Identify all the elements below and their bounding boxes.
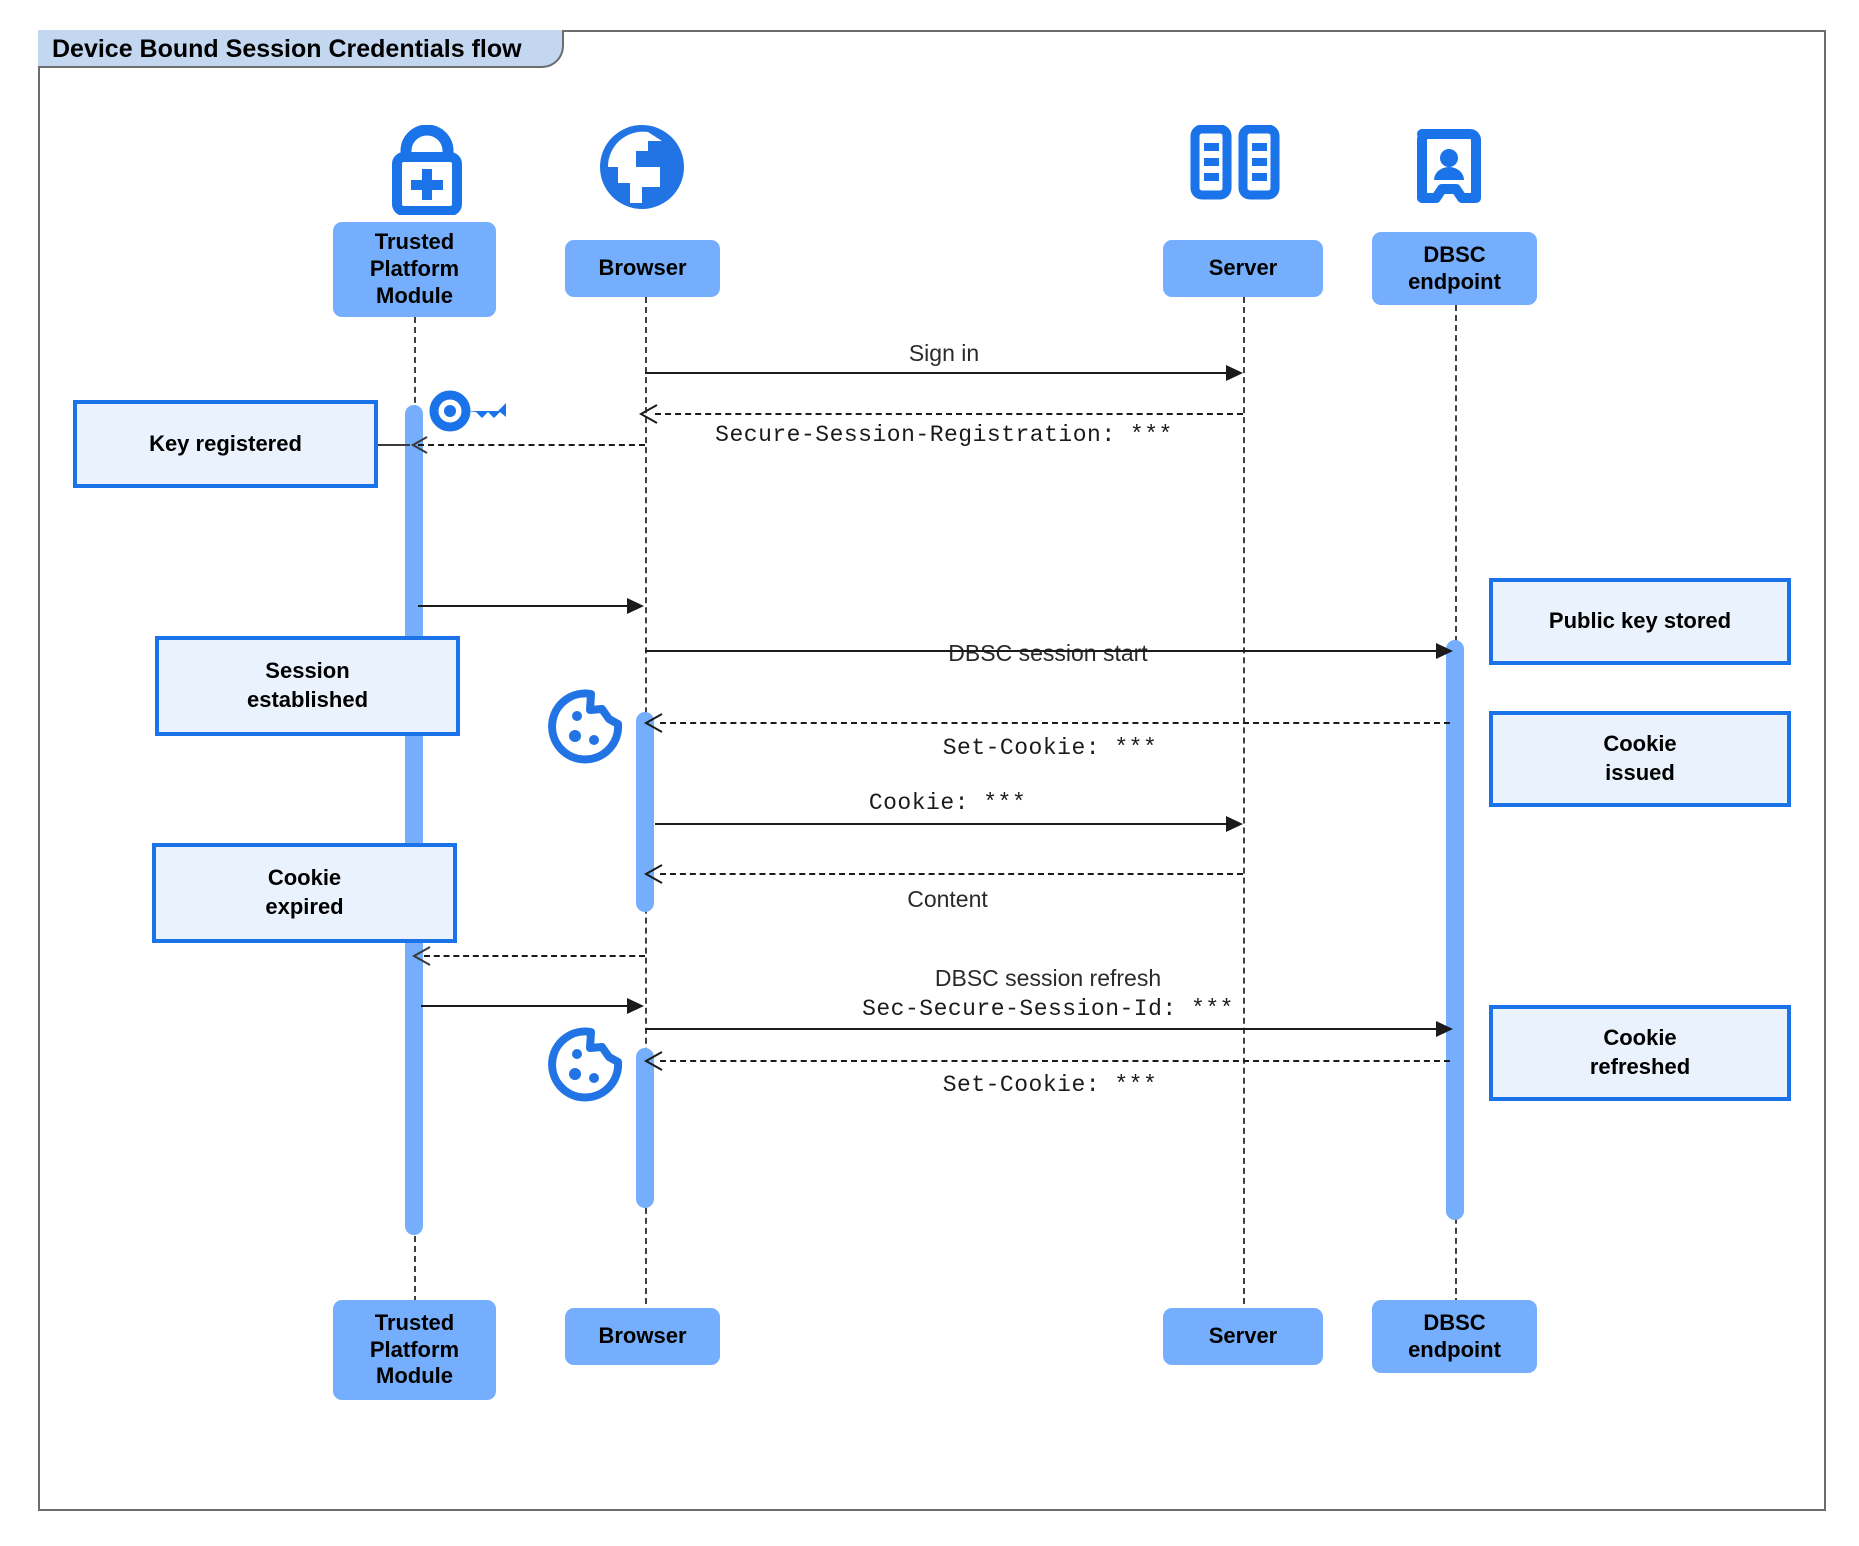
message-line-dbsc-session-start	[645, 650, 1450, 652]
message-label-dbsc-session-start: DBSC session start	[948, 640, 1148, 666]
lifeline-server	[1243, 297, 1245, 1304]
message-label-cookie: Cookie: ***	[868, 790, 1027, 816]
message-label-secure-session-registration: Secure-Session-Registration: ***	[715, 422, 1173, 448]
note-text: Key registered	[149, 430, 302, 456]
message-line-sign-in	[645, 372, 1240, 374]
message-label-sign-in: Sign in	[908, 340, 980, 366]
message-arrowhead	[638, 404, 658, 424]
participant-server-top[interactable]: Server	[1163, 240, 1323, 297]
padlock-plus-icon	[370, 124, 485, 216]
cookie-icon	[548, 688, 624, 764]
diagram-title: Device Bound Session Credentials flow	[38, 30, 564, 68]
participant-label: Server	[1208, 1323, 1278, 1349]
participant-label: Browser	[598, 255, 687, 281]
message-line-key-registered-return	[418, 444, 645, 446]
activation-dbsc	[1446, 640, 1464, 1220]
id-badge-icon	[1412, 128, 1490, 210]
message-arrowhead	[1226, 365, 1243, 381]
globe-icon	[592, 120, 692, 215]
participant-label: Server	[1208, 255, 1278, 281]
cookie-icon	[548, 1026, 624, 1102]
message-line-secure-session-registration	[655, 413, 1243, 415]
message-arrowhead	[643, 1051, 663, 1071]
activation-browser-1	[636, 712, 654, 912]
participant-browser-bottom[interactable]: Browser	[565, 1308, 720, 1365]
message-line-set-cookie-2	[660, 1060, 1450, 1062]
message-arrowhead	[643, 864, 663, 884]
message-arrowhead	[1436, 643, 1453, 659]
message-arrowhead	[627, 998, 644, 1014]
participant-label: Browser	[598, 1323, 687, 1349]
activation-browser-2	[636, 1048, 654, 1208]
message-arrowhead	[1226, 816, 1243, 832]
message-label-content: Content	[907, 886, 988, 912]
server-rack-icon	[1190, 124, 1280, 205]
message-line-dbsc-session-refresh	[645, 1028, 1450, 1030]
message-label-dbsc-session-refresh: DBSC session refresh	[934, 965, 1162, 991]
message-arrowhead	[627, 598, 644, 614]
message-label-set-cookie-2: Set-Cookie: ***	[942, 1072, 1158, 1098]
note-key-registered: Key registered	[73, 400, 378, 488]
message-arrowhead	[643, 713, 663, 733]
message-arrowhead	[1436, 1021, 1453, 1037]
key-icon	[428, 382, 508, 440]
message-line-cookie-expired-return	[424, 955, 645, 957]
note-text: Public key stored	[1548, 608, 1732, 634]
message-line-cookie	[655, 823, 1240, 825]
activation-tpm	[405, 405, 423, 1235]
message-arrowhead	[411, 946, 431, 966]
note-arrowhead	[410, 436, 428, 454]
message-line-set-cookie-1	[660, 722, 1450, 724]
message-line-content	[660, 873, 1243, 875]
participant-server-bottom[interactable]: Server	[1163, 1308, 1323, 1365]
note-public-key-stored: Public key stored	[1489, 578, 1791, 665]
message-label-sec-secure-session-id: Sec-Secure-Session-Id: ***	[862, 996, 1234, 1022]
message-label-set-cookie-1: Set-Cookie: ***	[942, 735, 1158, 761]
participant-browser-top[interactable]: Browser	[565, 240, 720, 297]
message-line-tpm-to-browser	[418, 605, 640, 607]
message-line-tpm-to-browser-refresh	[421, 1005, 640, 1007]
note-connector	[378, 444, 410, 446]
